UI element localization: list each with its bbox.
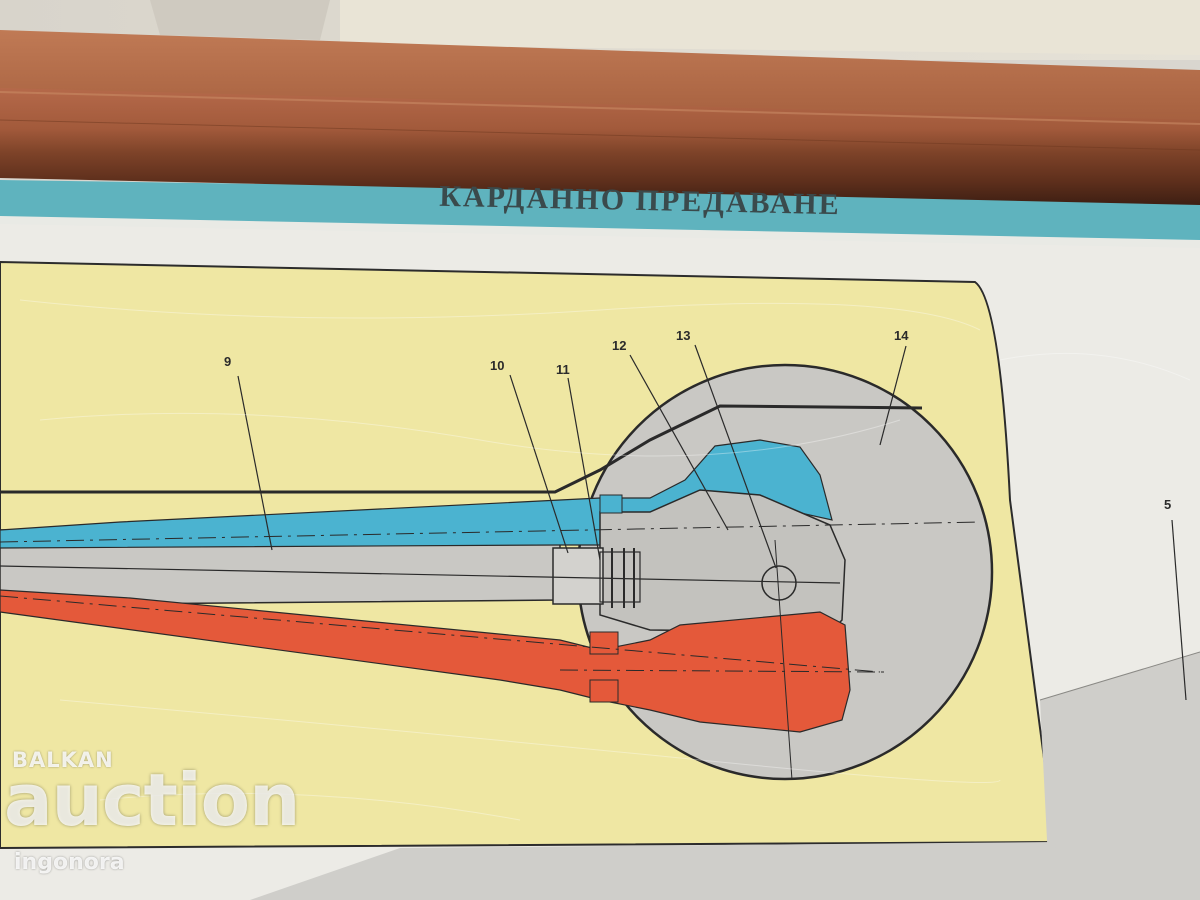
leader-10 [509, 374, 569, 554]
paper-wrinkles [19, 299, 1191, 821]
wooden-rod-top [0, 30, 1200, 125]
leader-13 [694, 344, 777, 569]
leader-12 [629, 354, 729, 531]
gearbox-body [599, 489, 846, 633]
leader-11 [567, 377, 601, 561]
leader-9 [237, 375, 273, 551]
chassis-line [0, 404, 923, 494]
joint-block [552, 547, 604, 605]
leader-14 [879, 345, 907, 446]
wooden-rod [0, 88, 1200, 205]
leader-5 [1171, 519, 1187, 701]
